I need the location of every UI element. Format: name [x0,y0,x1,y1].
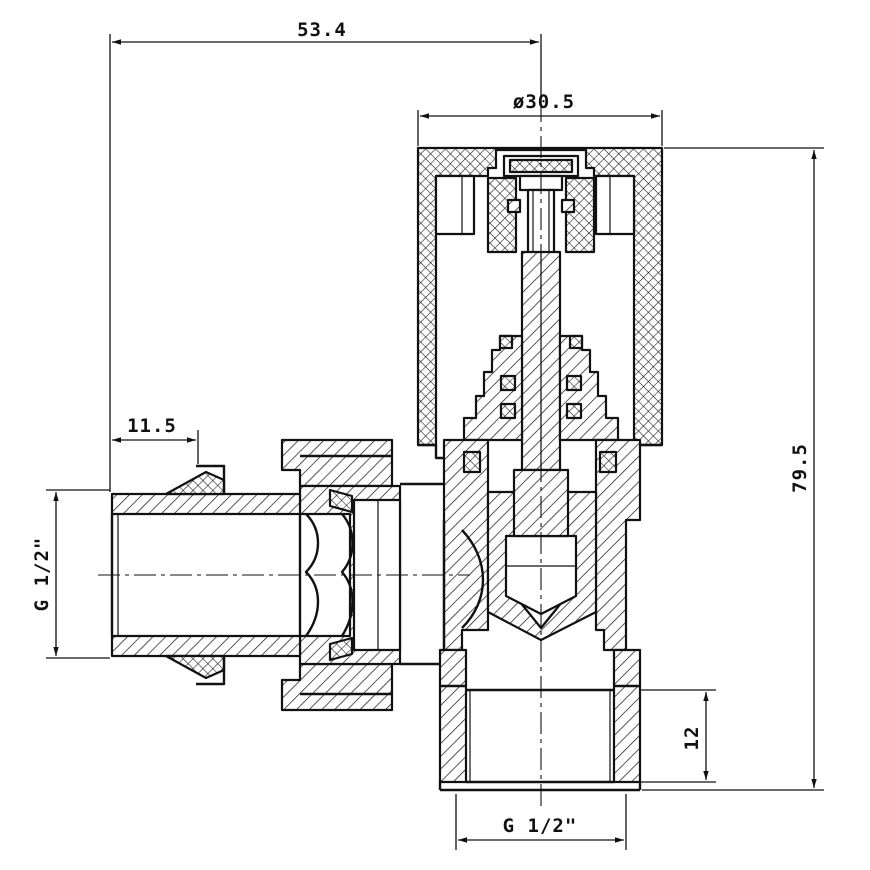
dimension-label-inlet-length: 11.5 [127,415,177,437]
dimension-label-outlet-thread-depth: 12 [681,726,703,751]
outlet-socket [438,648,642,792]
dimension-overall-height: 79.5 [642,147,824,791]
dimension-outlet-thread-depth: 12 [640,689,716,783]
dimension-label-outlet-thread: G 1/2" [503,815,578,837]
dimension-cap-diameter: ø30.5 [417,91,663,146]
dimension-inlet-thread: G 1/2" [31,489,110,659]
centerlines [98,100,542,810]
valve-body [400,438,642,666]
dimension-overall-width: 53.4 [109,19,542,492]
tailpiece [110,464,354,686]
dimension-label-cap-diameter: ø30.5 [513,91,575,113]
union-nut [280,438,402,712]
dimension-outlet-thread: G 1/2" [455,794,627,850]
dimension-label-inlet-thread: G 1/2" [31,537,53,612]
dimension-inlet-length: 11.5 [112,415,199,464]
dimension-label-overall-width: 53.4 [297,19,347,41]
dimension-label-overall-height: 79.5 [789,443,811,493]
bonnet-gland [462,334,620,442]
